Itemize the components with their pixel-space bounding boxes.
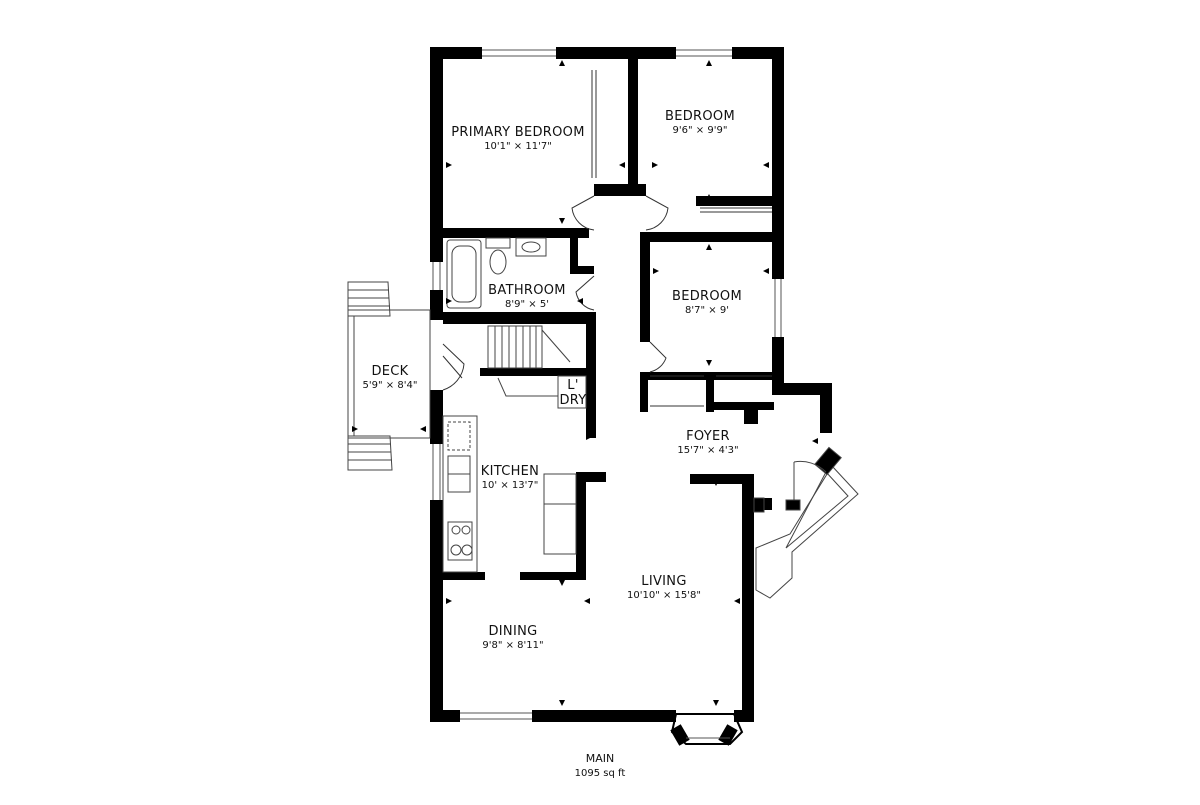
room-dimensions: 10'10" × 15'8" <box>627 590 701 601</box>
laundry-line-2: DRY <box>559 393 587 408</box>
deck <box>347 281 431 471</box>
room-name: BATHROOM <box>488 283 566 298</box>
room-name: DECK <box>371 364 409 379</box>
room-name: PRIMARY BEDROOM <box>451 125 585 140</box>
room-name: BEDROOM <box>672 289 742 304</box>
room-name: KITCHEN <box>480 464 540 479</box>
room-dimensions: 8'9" × 5' <box>505 299 549 310</box>
doors <box>442 70 772 407</box>
room-dimensions: 9'6" × 9'9" <box>672 125 728 136</box>
bay-window <box>670 713 744 746</box>
floor-name: MAIN <box>585 752 615 765</box>
kitchen-fixtures <box>442 375 587 573</box>
exterior-walls <box>430 47 832 722</box>
room-dimensions: 15'7" × 4'3" <box>677 445 739 456</box>
room-dimensions: 9'8" × 8'11" <box>482 640 544 651</box>
room-label-laundry: L' DRY <box>559 378 586 408</box>
room-name: DINING <box>488 624 538 639</box>
room-dimensions: 10' × 13'7" <box>481 480 539 491</box>
bathroom-fixtures <box>446 237 547 309</box>
windows <box>432 49 782 720</box>
laundry-line-1: L' <box>567 378 579 393</box>
room-label-bedroom-1: BEDROOM 9'6" × 9'9" <box>665 109 735 136</box>
room-dimensions: 10'1" × 11'7" <box>484 141 552 152</box>
room-name: LIVING <box>641 574 687 589</box>
room-label-bathroom: BATHROOM 8'9" × 5' <box>488 283 566 310</box>
interior-walls <box>443 58 774 580</box>
room-label-living: LIVING 10'10" × 15'8" <box>627 574 701 601</box>
room-name: FOYER <box>686 429 730 444</box>
room-name: BEDROOM <box>665 109 735 124</box>
room-label-primary-bedroom: PRIMARY BEDROOM 10'1" × 11'7" <box>451 125 584 152</box>
room-label-deck: DECK 5'9" × 8'4" <box>363 364 418 391</box>
front-porch <box>753 446 859 599</box>
room-label-dining: DINING 9'8" × 8'11" <box>482 624 543 651</box>
dimension-markers <box>352 60 818 706</box>
floor-summary: MAIN 1095 sq ft <box>575 752 626 779</box>
room-label-foyer: FOYER 15'7" × 4'3" <box>677 429 738 456</box>
floor-area: 1095 sq ft <box>574 768 626 779</box>
room-label-bedroom-2: BEDROOM 8'7" × 9' <box>672 289 742 316</box>
room-dimensions: 8'7" × 9' <box>685 305 729 316</box>
room-dimensions: 5'9" × 8'4" <box>362 380 418 391</box>
room-label-kitchen: KITCHEN 10' × 13'7" <box>481 464 539 491</box>
